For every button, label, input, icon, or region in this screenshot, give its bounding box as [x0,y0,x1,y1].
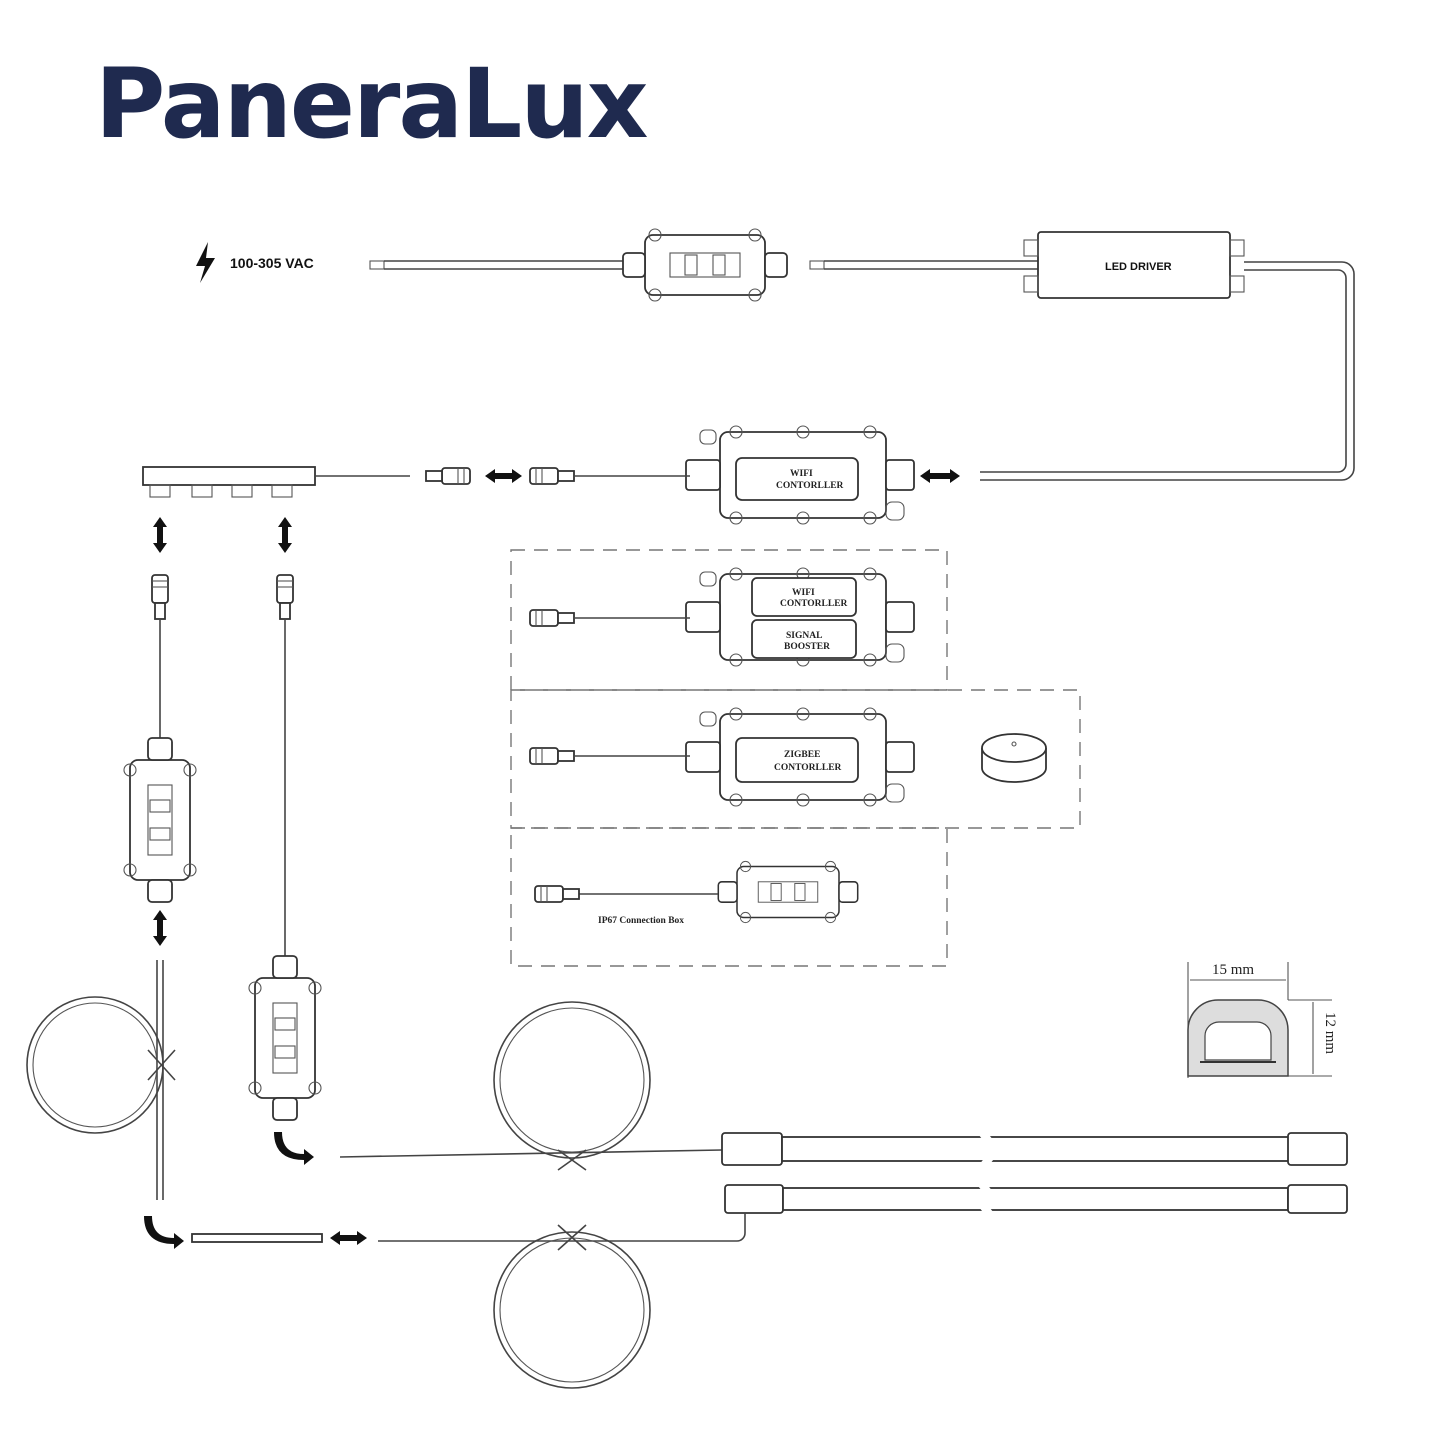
connector [425,467,471,485]
led-driver: LED DRIVER [1023,231,1245,299]
brand-logo: PaneraLux [95,48,649,160]
controller-label: CONTORLLER [780,599,848,609]
lightning-bolt-icon [196,242,215,283]
driver-input-cable [809,260,1040,270]
neon-strip-bottom [378,1179,1348,1389]
inline-connector [191,1233,323,1243]
connector [529,609,575,627]
double-arrow-icon [144,469,960,1249]
led-driver-label: LED DRIVER [1105,261,1172,273]
ip67-label: IP67 Connection Box [598,916,684,926]
ip67-connection-box [717,860,859,924]
controller-label: WIFI [792,588,815,598]
wifi-booster-controller: WIFI CONTORLLER SIGNAL BOOSTER [685,567,915,667]
booster-label: BOOSTER [784,642,830,652]
remote-puck [981,733,1047,783]
mains-cable [369,260,625,270]
controller-label: CONTORLLER [776,481,844,491]
height-dimension-label: 12 mm [1322,1012,1338,1054]
right-cable-chain [248,574,322,1121]
neon-strip-top [339,1001,1348,1173]
connector [529,747,575,765]
driver-output-cable [980,261,1355,481]
option-region [510,827,948,967]
left-cable-chain [26,574,197,1200]
profile-dimension-drawing: 15 mm 12 mm [1187,962,1338,1078]
main-wifi-controller: WIFI CONTORLLER [685,425,915,525]
voltage-label: 100-305 VAC [230,255,314,271]
controller-label: CONTORLLER [774,763,842,773]
booster-label: SIGNAL [786,631,822,641]
zigbee-controller: ZIGBEE CONTORLLER [685,707,915,807]
controller-label: ZIGBEE [784,750,820,760]
width-dimension-label: 15 mm [1212,962,1254,978]
controller-label: WIFI [790,469,813,479]
splitter-hub [142,466,410,498]
top-junction-box [622,228,788,302]
connector [529,467,575,485]
connector [534,885,580,903]
